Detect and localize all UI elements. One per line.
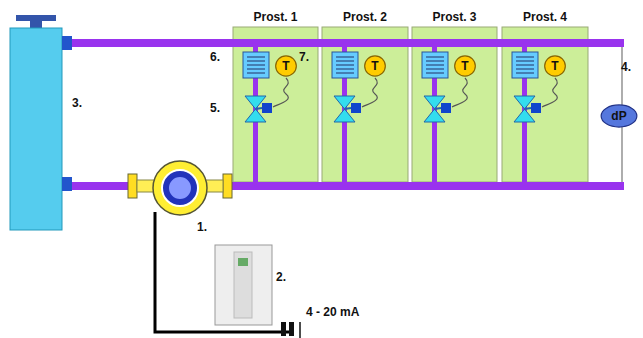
control-cable [155,212,292,332]
room-title: Prost. 4 [523,10,567,24]
callout-number: 6. [210,50,220,64]
callout-number: 1. [197,220,207,234]
room-title: Prost. 3 [432,10,476,24]
room-box: Prost. 4 T [502,8,588,182]
room-box: Prost. 1 T [233,8,318,182]
sensor-text: dP [611,109,626,123]
room-title: Prost. 2 [343,10,387,24]
room-box: Prost. 2 T [322,8,408,182]
room-area [502,27,588,182]
room-area [233,27,318,182]
room-area [322,27,408,182]
supply-pipe [72,39,624,47]
callout-number: 4. [621,60,631,74]
callout-number: 7. [299,50,309,64]
room-box: Prost. 3 T [412,8,497,182]
signal-label: 4 - 20 mA [306,305,359,319]
sensor-text: T [371,59,378,73]
callout-number: 5. [210,101,220,115]
thermostat-circle: T [364,55,386,77]
thermostat-circle: T [454,55,476,77]
sensor-text: T [461,59,468,73]
room-area [412,27,497,182]
frequency-converter [215,245,300,338]
callout-number: 3. [72,96,82,110]
callout-number: 2. [276,270,286,284]
thermostat-circle: T [275,55,297,77]
sensor-text: T [282,59,289,73]
thermostat-circle: T [544,55,566,77]
pump-symbol [128,161,232,215]
heat-exchanger [10,15,72,230]
sensor-text: T [551,59,558,73]
dp-sensor: dP [600,104,638,128]
room-title: Prost. 1 [253,10,297,24]
